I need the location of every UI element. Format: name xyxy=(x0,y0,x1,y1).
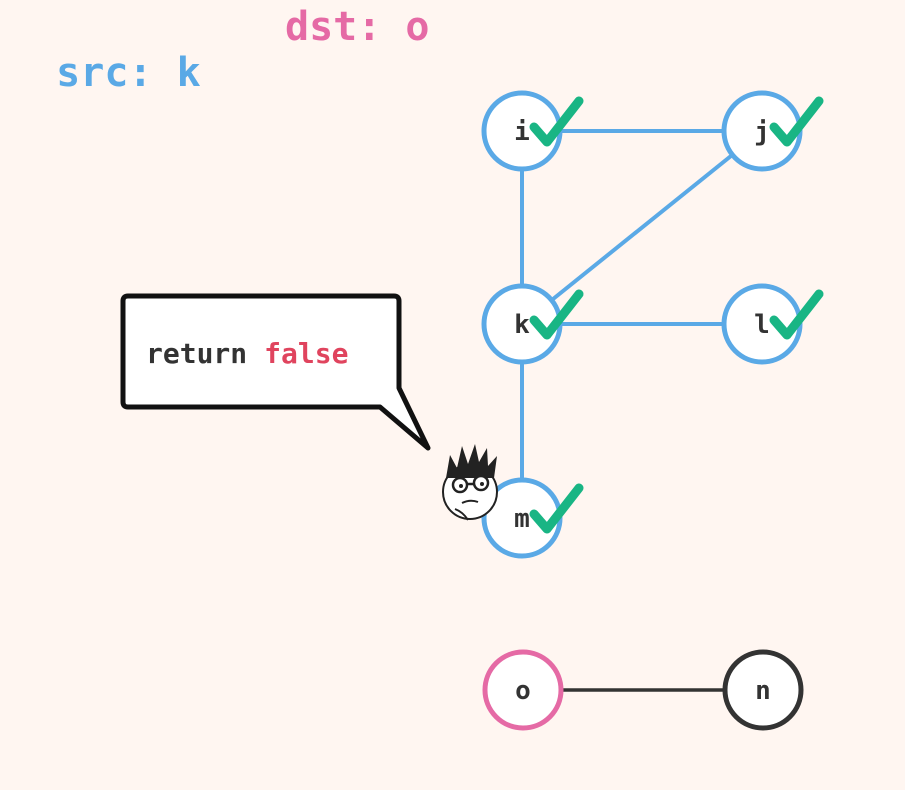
node-n: n xyxy=(722,649,804,731)
thinking-person-icon xyxy=(442,444,498,521)
checkmark-icon xyxy=(529,289,584,340)
checkmark-icon xyxy=(529,483,584,534)
edge-j-k xyxy=(520,129,764,326)
node-label: m xyxy=(514,504,530,534)
node-circle xyxy=(482,649,564,731)
dst-indicator: dst: o xyxy=(285,4,430,50)
return-keyword: return xyxy=(146,337,247,370)
node-circle xyxy=(722,649,804,731)
node-label: j xyxy=(754,117,770,147)
node-layer: i j k l m o n xyxy=(481,90,824,731)
node-label: n xyxy=(755,676,771,706)
node-j: j xyxy=(721,90,824,172)
checkmark-icon xyxy=(769,96,824,147)
src-indicator: src: k xyxy=(56,50,201,96)
node-label: l xyxy=(754,310,770,340)
node-i: i xyxy=(481,90,584,172)
speech-bubble xyxy=(120,293,431,451)
node-l: l xyxy=(721,283,824,365)
checkmark-icon xyxy=(529,96,584,147)
node-label: i xyxy=(514,117,530,147)
node-o: o xyxy=(482,649,564,731)
header: src: k dst: o xyxy=(8,4,429,142)
speech-callout: return false xyxy=(120,293,431,451)
node-label: k xyxy=(514,310,530,340)
false-value: false xyxy=(264,337,348,370)
callout-text: return false xyxy=(146,337,348,370)
node-label: o xyxy=(515,676,531,706)
edge-layer xyxy=(520,129,764,692)
checkmark-icon xyxy=(769,289,824,340)
node-k: k xyxy=(481,283,584,365)
node-m: m xyxy=(481,477,584,559)
